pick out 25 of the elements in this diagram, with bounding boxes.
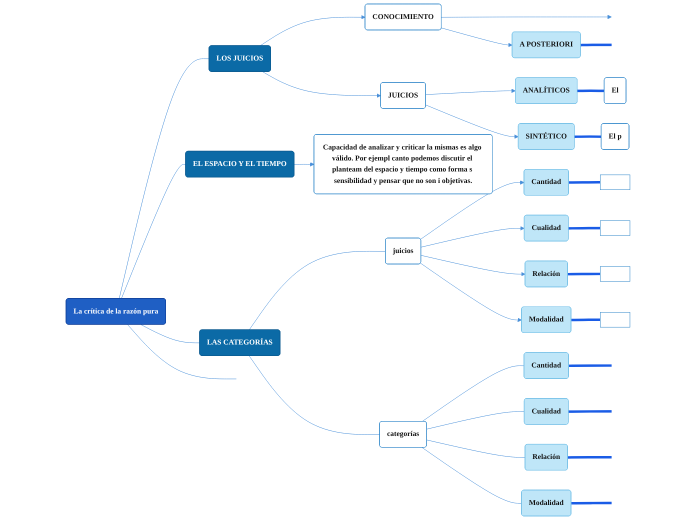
thick-connector [577, 90, 604, 92]
empty-box [600, 312, 630, 328]
connector-line [426, 440, 526, 458]
connector-line [127, 324, 237, 380]
connector-line [121, 164, 186, 299]
connector-line [426, 411, 525, 430]
connector-line [248, 250, 386, 330]
connector-line [140, 324, 200, 344]
thick-connector [568, 272, 600, 276]
thick-connector [571, 502, 612, 505]
empty-box [600, 266, 630, 282]
thick-connector [580, 44, 612, 46]
thick-connector [574, 135, 602, 138]
thick-connector [568, 364, 612, 368]
thick-connector [571, 318, 600, 322]
thick-connector [568, 181, 600, 184]
thick-connector [568, 226, 600, 230]
thick-connector [568, 456, 612, 459]
connector-line [118, 58, 210, 299]
connector-line [248, 356, 380, 435]
connector-line [422, 447, 522, 504]
empty-box [600, 220, 630, 236]
thick-connector [568, 410, 612, 413]
empty-box [600, 174, 630, 190]
connector-line [422, 366, 524, 422]
